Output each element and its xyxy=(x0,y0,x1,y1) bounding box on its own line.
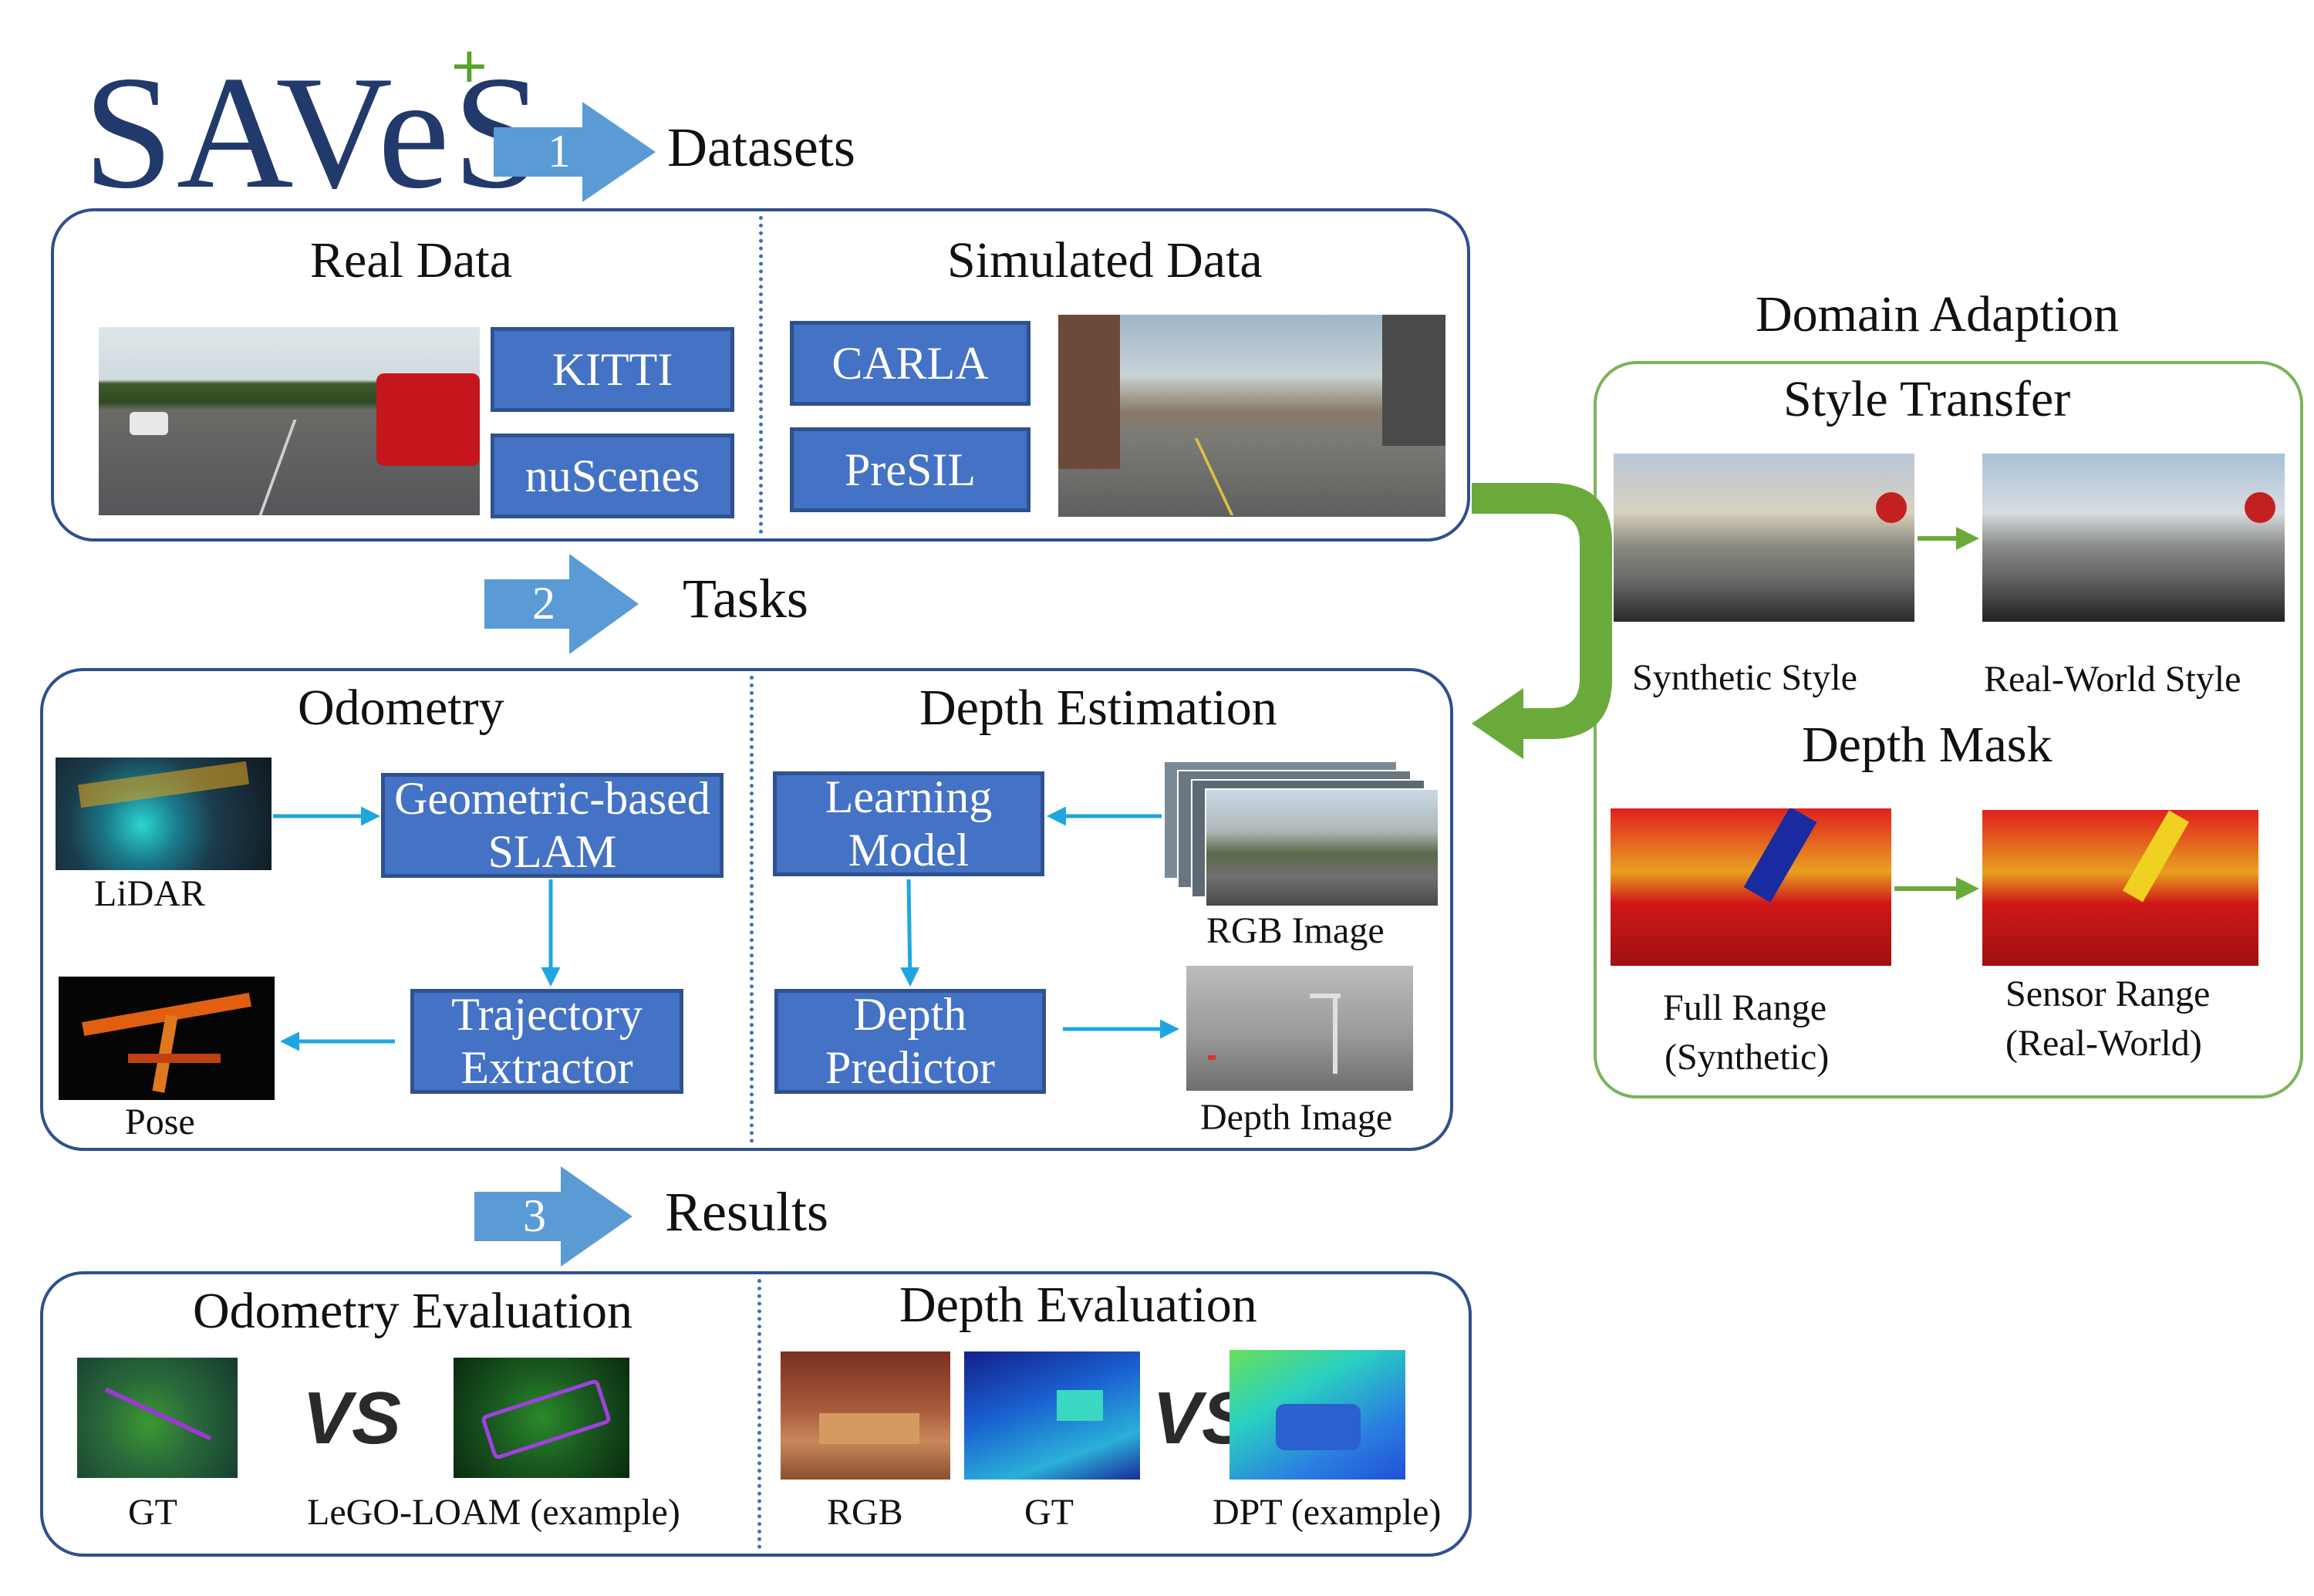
real-world-style-caption: Real-World Style xyxy=(1984,659,2241,700)
gt-depth-image xyxy=(964,1351,1140,1480)
step-arrow-3 xyxy=(474,1166,632,1267)
lego-loam-trajectory-image xyxy=(454,1358,629,1478)
logo-text: SAVeS xyxy=(83,43,546,222)
tasks-divider xyxy=(750,676,754,1143)
depth-estimation-title: Depth Estimation xyxy=(919,680,1277,736)
step-label-datasets: Datasets xyxy=(667,116,855,178)
real-data-title: Real Data xyxy=(310,232,513,288)
full-range-depth-image xyxy=(1611,808,1891,966)
full-range-caption-line2: (Synthetic) xyxy=(1665,1037,1830,1078)
step-label-tasks: Tasks xyxy=(683,568,808,629)
step-arrow-2 xyxy=(484,554,639,654)
real-world-style-image xyxy=(1982,454,2285,622)
gt-trajectory-image xyxy=(77,1358,238,1478)
step-arrow-1 xyxy=(494,102,656,202)
rgb-room-image xyxy=(781,1351,950,1480)
simulated-data-title: Simulated Data xyxy=(947,232,1263,288)
gt2-caption: GT xyxy=(1024,1492,1074,1533)
step-number-2: 2 xyxy=(532,578,555,629)
domain-adaption-curved-arrow xyxy=(1472,483,1612,759)
step-label-results: Results xyxy=(665,1181,829,1243)
sensor-range-caption-line2: (Real-World) xyxy=(2005,1023,2202,1064)
kitti-road-photo xyxy=(99,327,480,515)
results-divider xyxy=(757,1279,761,1549)
style-transfer-title: Style Transfer xyxy=(1783,371,2071,427)
lidar-caption: LiDAR xyxy=(94,873,205,914)
domain-adaption-title: Domain Adaption xyxy=(1756,286,2120,342)
rgb-image-caption: RGB Image xyxy=(1206,910,1385,951)
pose-trajectory-image xyxy=(59,977,275,1100)
vs-icon-odometry: VS xyxy=(302,1377,402,1459)
step-number-1: 1 xyxy=(548,126,571,177)
presil-box: PreSIL xyxy=(790,427,1031,512)
depth-image xyxy=(1186,966,1413,1091)
odometry-title: Odometry xyxy=(298,680,504,736)
depth-evaluation-title: Depth Evaluation xyxy=(899,1277,1257,1333)
carla-street-photo xyxy=(1058,315,1445,517)
depth-image-caption: Depth Image xyxy=(1200,1097,1393,1138)
synthetic-style-image xyxy=(1614,454,1914,622)
dpt-caption: DPT (example) xyxy=(1213,1492,1442,1533)
step-number-3: 3 xyxy=(523,1190,546,1241)
pose-caption: Pose xyxy=(125,1102,195,1142)
dpt-depth-image xyxy=(1230,1350,1405,1480)
sensor-range-caption-line1: Sensor Range xyxy=(2005,973,2211,1014)
carla-box: CARLA xyxy=(790,321,1031,406)
lidar-pointcloud-image xyxy=(56,758,272,870)
synthetic-style-caption: Synthetic Style xyxy=(1632,657,1857,698)
gt-caption: GT xyxy=(128,1492,177,1533)
rgb-caption: RGB xyxy=(827,1492,903,1533)
learning-model-box: Learning Model xyxy=(773,771,1044,876)
slam-box: Geometric-based SLAM xyxy=(381,773,724,878)
kitti-box: KITTI xyxy=(491,327,734,412)
sensor-range-depth-image xyxy=(1982,810,2258,966)
odometry-evaluation-title: Odometry Evaluation xyxy=(193,1283,633,1339)
full-range-caption-line1: Full Range xyxy=(1663,987,1827,1028)
depth-mask-title: Depth Mask xyxy=(1802,717,2053,773)
depth-predictor-box: Depth Predictor xyxy=(774,989,1046,1094)
lego-loam-caption: LeGO-LOAM (example) xyxy=(307,1492,680,1533)
rgb-image-stack xyxy=(1163,761,1438,907)
logo-plus: + xyxy=(451,32,487,100)
nuscenes-box: nuScenes xyxy=(491,434,734,518)
datasets-divider xyxy=(759,216,763,534)
arrow-learning-to-predictor xyxy=(900,879,920,987)
trajectory-extractor-box: Trajectory Extractor xyxy=(410,989,683,1094)
